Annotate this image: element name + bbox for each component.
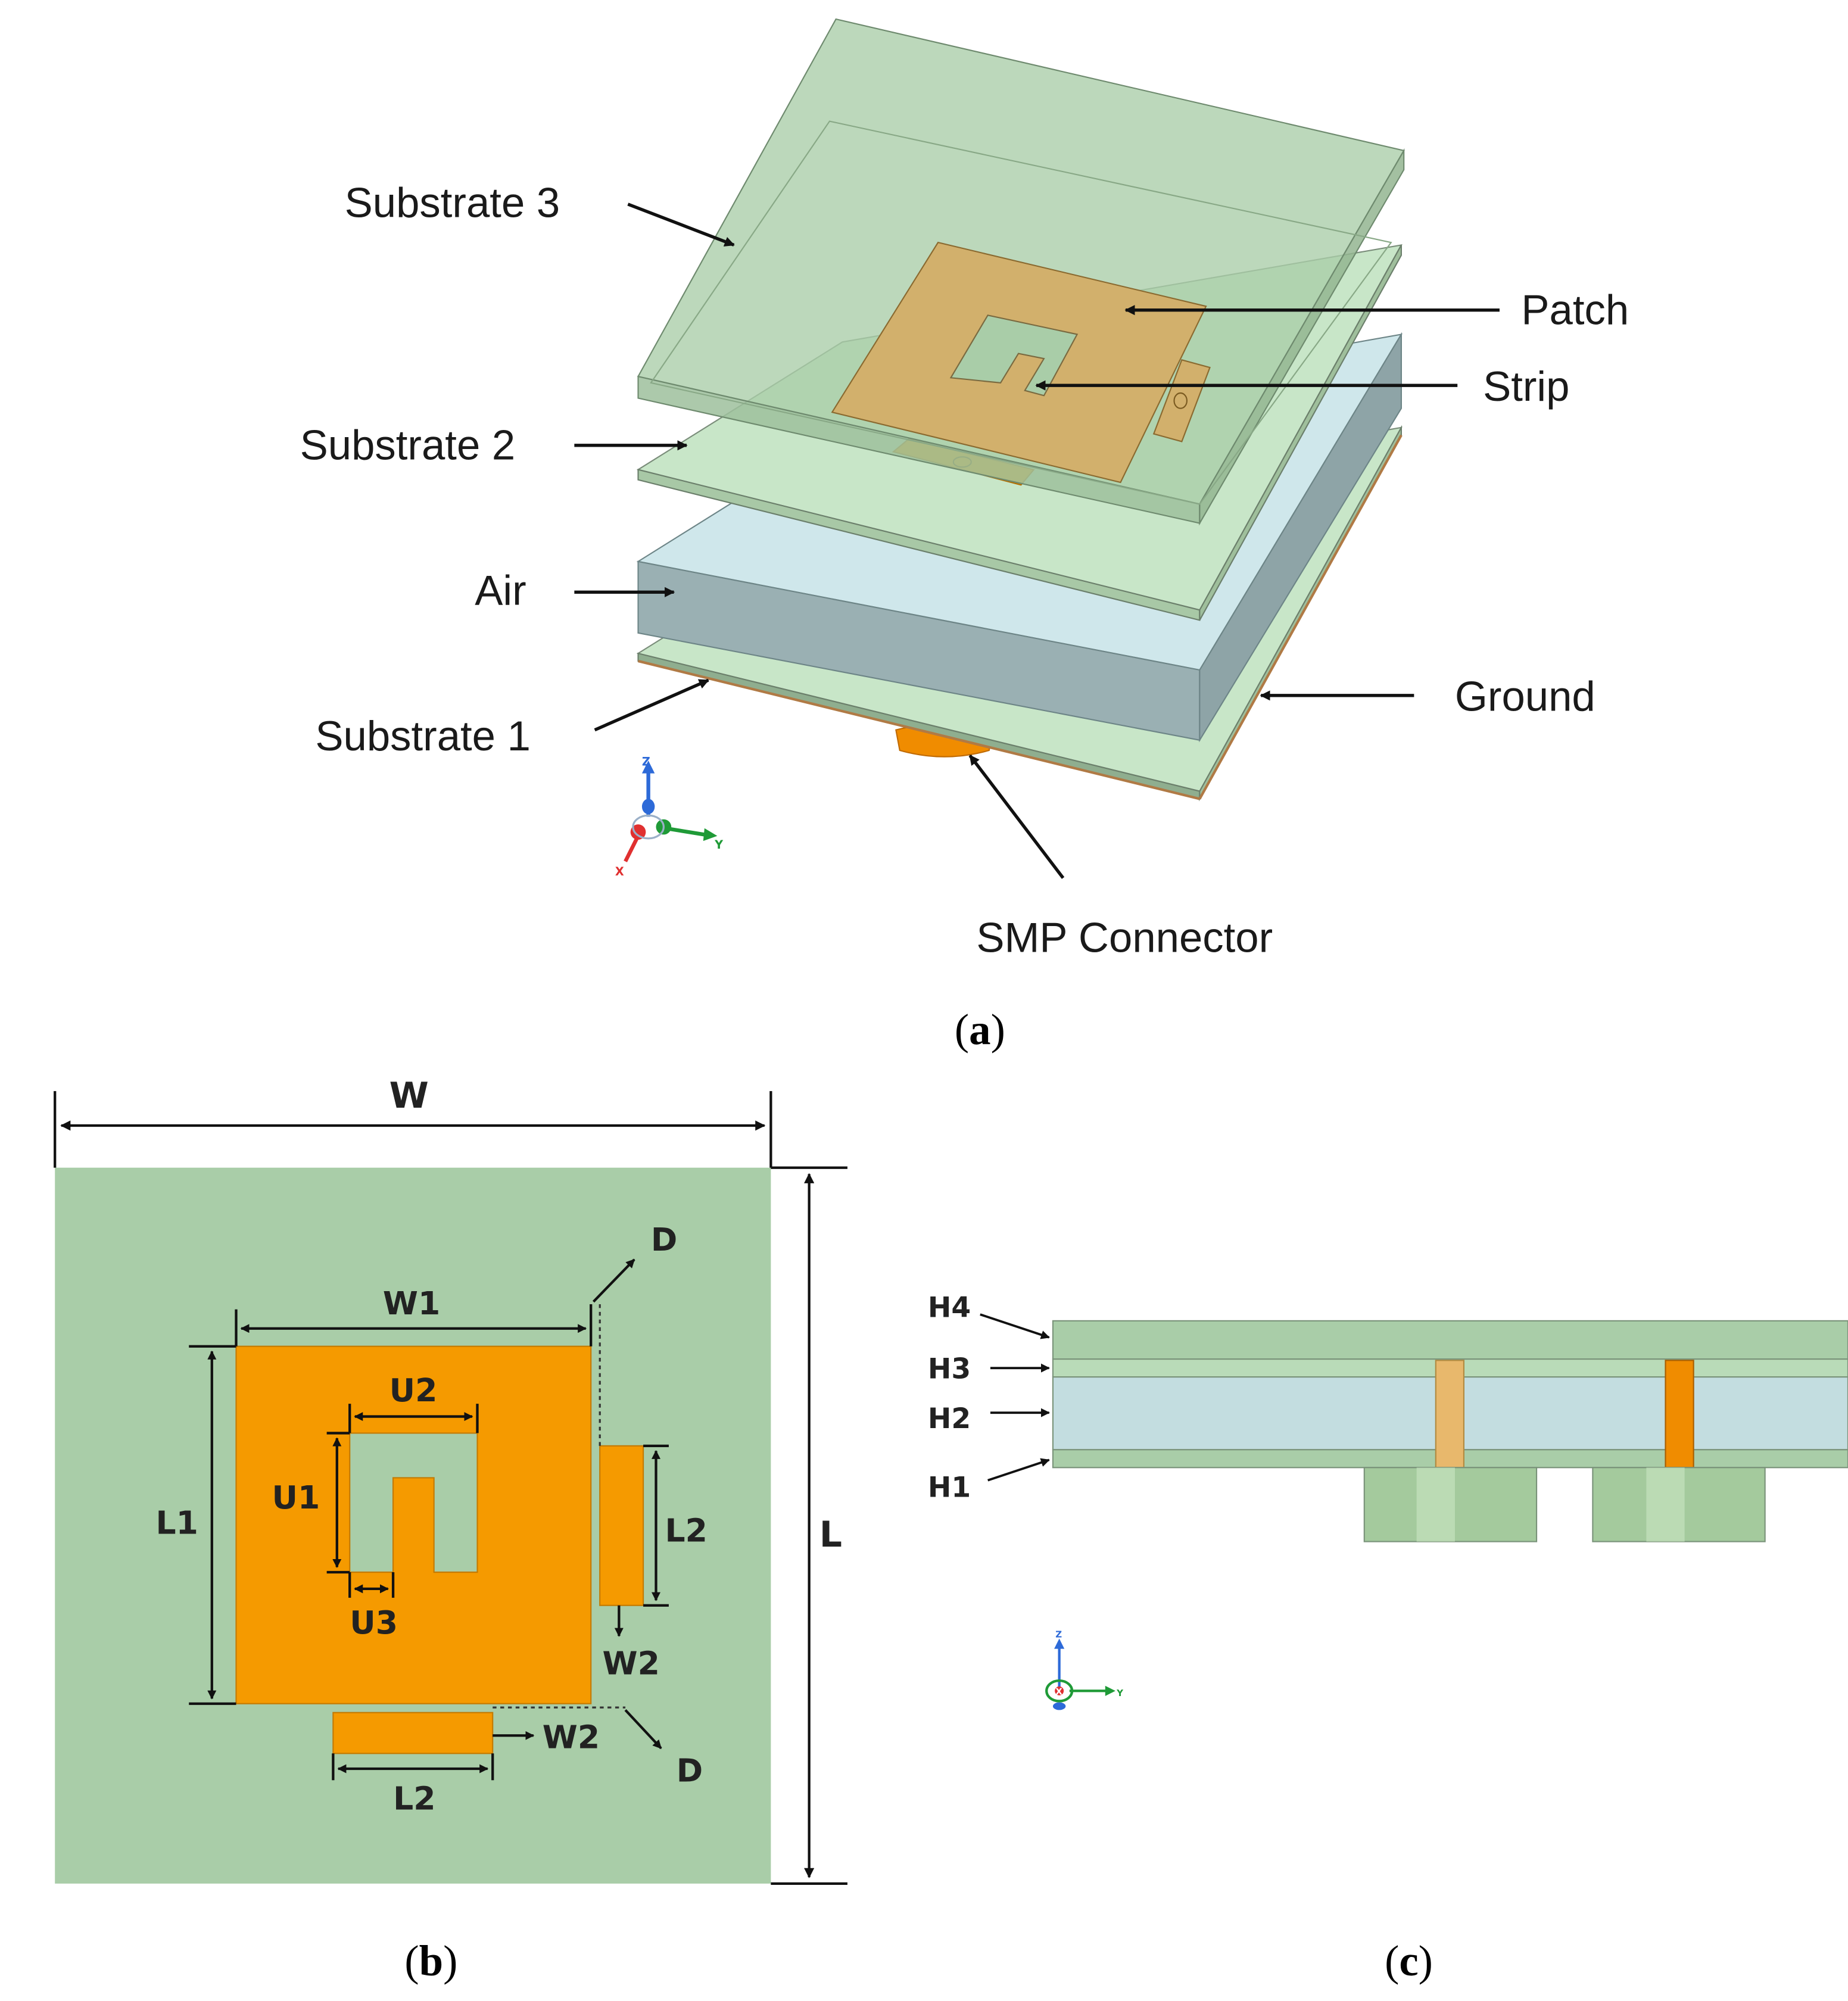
dim-h2: H2 bbox=[928, 1402, 971, 1435]
connector-2-highlight bbox=[1646, 1467, 1685, 1542]
side-substrate-3 bbox=[1052, 1320, 1848, 1360]
leader-arrows-a bbox=[574, 202, 1500, 879]
label-substrate-1: Substrate 1 bbox=[315, 712, 531, 759]
label-strip: Strip bbox=[1483, 363, 1569, 410]
panel-a: Substrate 3 Substrate 2 Air Substrate 1 … bbox=[300, 18, 1629, 1054]
patch-top-view bbox=[235, 1345, 592, 1704]
dim-u3: U3 bbox=[350, 1604, 398, 1641]
label-substrate-2: Substrate 2 bbox=[300, 421, 516, 468]
dim-l2-right: L2 bbox=[665, 1512, 708, 1550]
panel-c: H4 H3 H2 H1 Z X Y (c) bbox=[928, 1291, 1848, 1985]
dim-w2-bottom: W2 bbox=[543, 1719, 600, 1756]
label-patch: Patch bbox=[1521, 286, 1629, 333]
side-probe-2 bbox=[1665, 1360, 1694, 1469]
caption-a: (a) bbox=[955, 1005, 1005, 1054]
caption-c: (c) bbox=[1385, 1937, 1433, 1985]
dim-d-bottom: D bbox=[677, 1751, 703, 1789]
side-probe-1 bbox=[1435, 1360, 1464, 1469]
dim-u2: U2 bbox=[389, 1372, 438, 1409]
leader-arrows-c bbox=[980, 1313, 1050, 1482]
axis-triad-c: Z X Y bbox=[1045, 1629, 1124, 1710]
axis-y-label-c: Y bbox=[1116, 1688, 1124, 1698]
axis-z-label-c: Z bbox=[1055, 1629, 1062, 1640]
label-smp-connector: SMP Connector bbox=[976, 914, 1273, 961]
dimension-lines-b bbox=[54, 1091, 847, 1885]
dim-l1: L1 bbox=[155, 1504, 198, 1542]
caption-b: (b) bbox=[404, 1937, 457, 1985]
dim-h3: H3 bbox=[928, 1352, 971, 1385]
substrate-3-layer bbox=[637, 18, 1405, 526]
strip-right bbox=[599, 1445, 644, 1606]
dim-h1: H1 bbox=[928, 1472, 971, 1504]
label-ground: Ground bbox=[1455, 673, 1595, 720]
panel-b: W L W1 L1 U2 U1 U3 L2 W2 L2 W2 D D (b) bbox=[54, 1075, 847, 1985]
axis-triad-a: Z X Y bbox=[615, 755, 724, 878]
connector-1-highlight bbox=[1416, 1467, 1455, 1542]
dim-d-top: D bbox=[651, 1221, 677, 1258]
dim-w1: W1 bbox=[383, 1285, 440, 1322]
axis-y-label: Y bbox=[714, 838, 724, 852]
dim-l: L bbox=[819, 1514, 842, 1556]
axis-x-label-c: X bbox=[1055, 1687, 1062, 1697]
axis-z-label: Z bbox=[642, 755, 650, 769]
dim-w: W bbox=[389, 1075, 429, 1117]
dashed-guides-b bbox=[493, 1304, 626, 1709]
label-air: Air bbox=[475, 567, 526, 614]
dim-h4: H4 bbox=[928, 1291, 971, 1324]
axis-x-label: X bbox=[615, 865, 624, 878]
dim-u1: U1 bbox=[272, 1479, 320, 1516]
label-substrate-3: Substrate 3 bbox=[345, 179, 560, 226]
dim-l2-bottom: L2 bbox=[393, 1780, 435, 1818]
dim-w2-right: W2 bbox=[602, 1644, 659, 1682]
strip-bottom bbox=[332, 1712, 494, 1754]
